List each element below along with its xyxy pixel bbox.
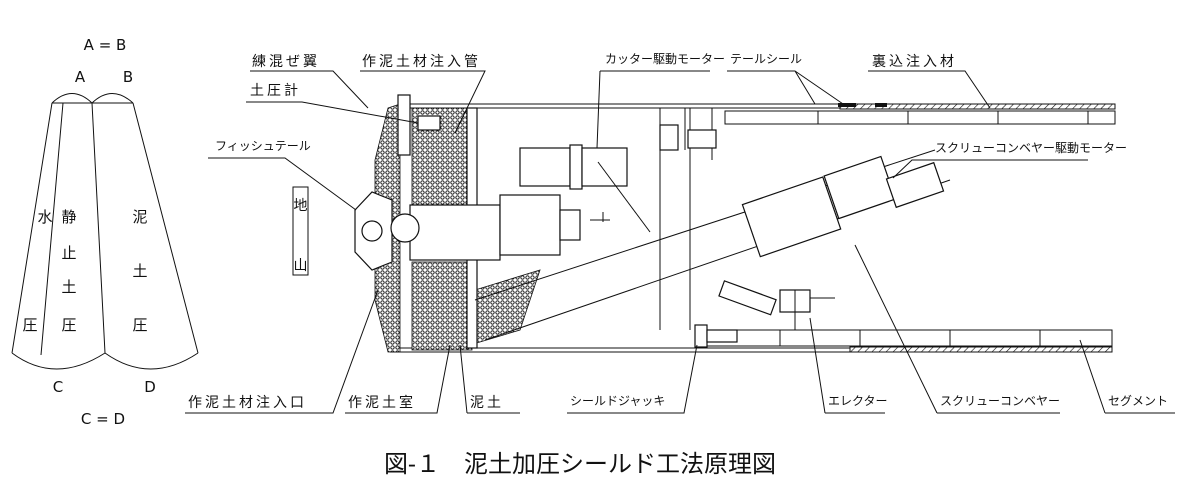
label-mud: 泥土	[470, 395, 504, 411]
label-erector: エレクター	[828, 394, 888, 408]
label-a: A	[75, 68, 86, 86]
erector	[718, 280, 835, 330]
static-char: 止	[61, 244, 76, 262]
figure-caption: 図-１ 泥土加圧シールド工法原理図	[384, 450, 776, 477]
static-char: 圧	[61, 316, 76, 334]
label-screw-motor: スクリューコンベヤー駆動モーター	[935, 141, 1127, 155]
equation-bottom: C = D	[81, 410, 125, 428]
water-char-2: 圧	[22, 316, 37, 334]
static-char: 土	[61, 278, 76, 296]
top-arcs	[51, 93, 134, 104]
screw-drive-motor	[823, 155, 897, 220]
ground-char: 山	[294, 258, 308, 274]
static-char: 静	[61, 208, 76, 226]
ground-box: 地 山	[292, 186, 309, 276]
bottom-arcs	[11, 352, 199, 370]
label-additive-injection-port: 作泥土材注入口	[188, 395, 307, 411]
label-earth-pressure-gauge: 土圧計	[250, 83, 301, 99]
tail-seal-top	[875, 103, 887, 107]
water-char-1: 水	[37, 208, 52, 226]
mud-char: 土	[132, 262, 147, 280]
label-mud-chamber: 作泥土室	[348, 394, 416, 411]
segments-top	[724, 110, 1116, 125]
cutter-drive-motor	[519, 147, 571, 187]
label-c: C	[53, 378, 63, 396]
mud-char: 圧	[132, 316, 147, 334]
ground-char: 地	[294, 198, 308, 214]
labels: 練混ぜ翼 土圧計 作泥土材注入管 カッター駆動モーター テールシール 裏込注入材…	[185, 52, 1175, 414]
mud-char: 泥	[132, 208, 147, 226]
shield-jack	[694, 324, 738, 348]
backfill-bottom	[849, 346, 1113, 353]
pressure-outline	[11, 102, 199, 356]
segments-bottom	[699, 329, 1113, 347]
label-tail-seal: テールシール	[730, 52, 802, 66]
label-b: B	[123, 68, 133, 86]
label-screw-conveyor: スクリューコンベヤー	[940, 394, 1060, 408]
label-fishtail: フィッシュテール	[215, 139, 311, 153]
pressure-balance-diagram: A = B A B 水 圧 静 止 土 圧 泥 土 圧 C D C = D	[11, 36, 199, 428]
pressure-gauge	[417, 115, 441, 131]
equation-top: A = B	[84, 36, 127, 54]
label-mixing-blade: 練混ぜ翼	[252, 54, 320, 70]
label-backfill: 裏込注入材	[872, 53, 957, 70]
label-cutter-motor: カッター駆動モーター	[605, 52, 725, 66]
skin-plate	[400, 103, 840, 109]
label-additive-injection-pipe: 作泥土材注入管	[362, 54, 481, 70]
label-d: D	[144, 378, 156, 396]
label-shield-jack: シールドジャッキ	[570, 394, 665, 408]
tail-seal-top	[838, 103, 856, 107]
shield-machine	[354, 94, 1116, 353]
label-segment: セグメント	[1108, 394, 1168, 408]
